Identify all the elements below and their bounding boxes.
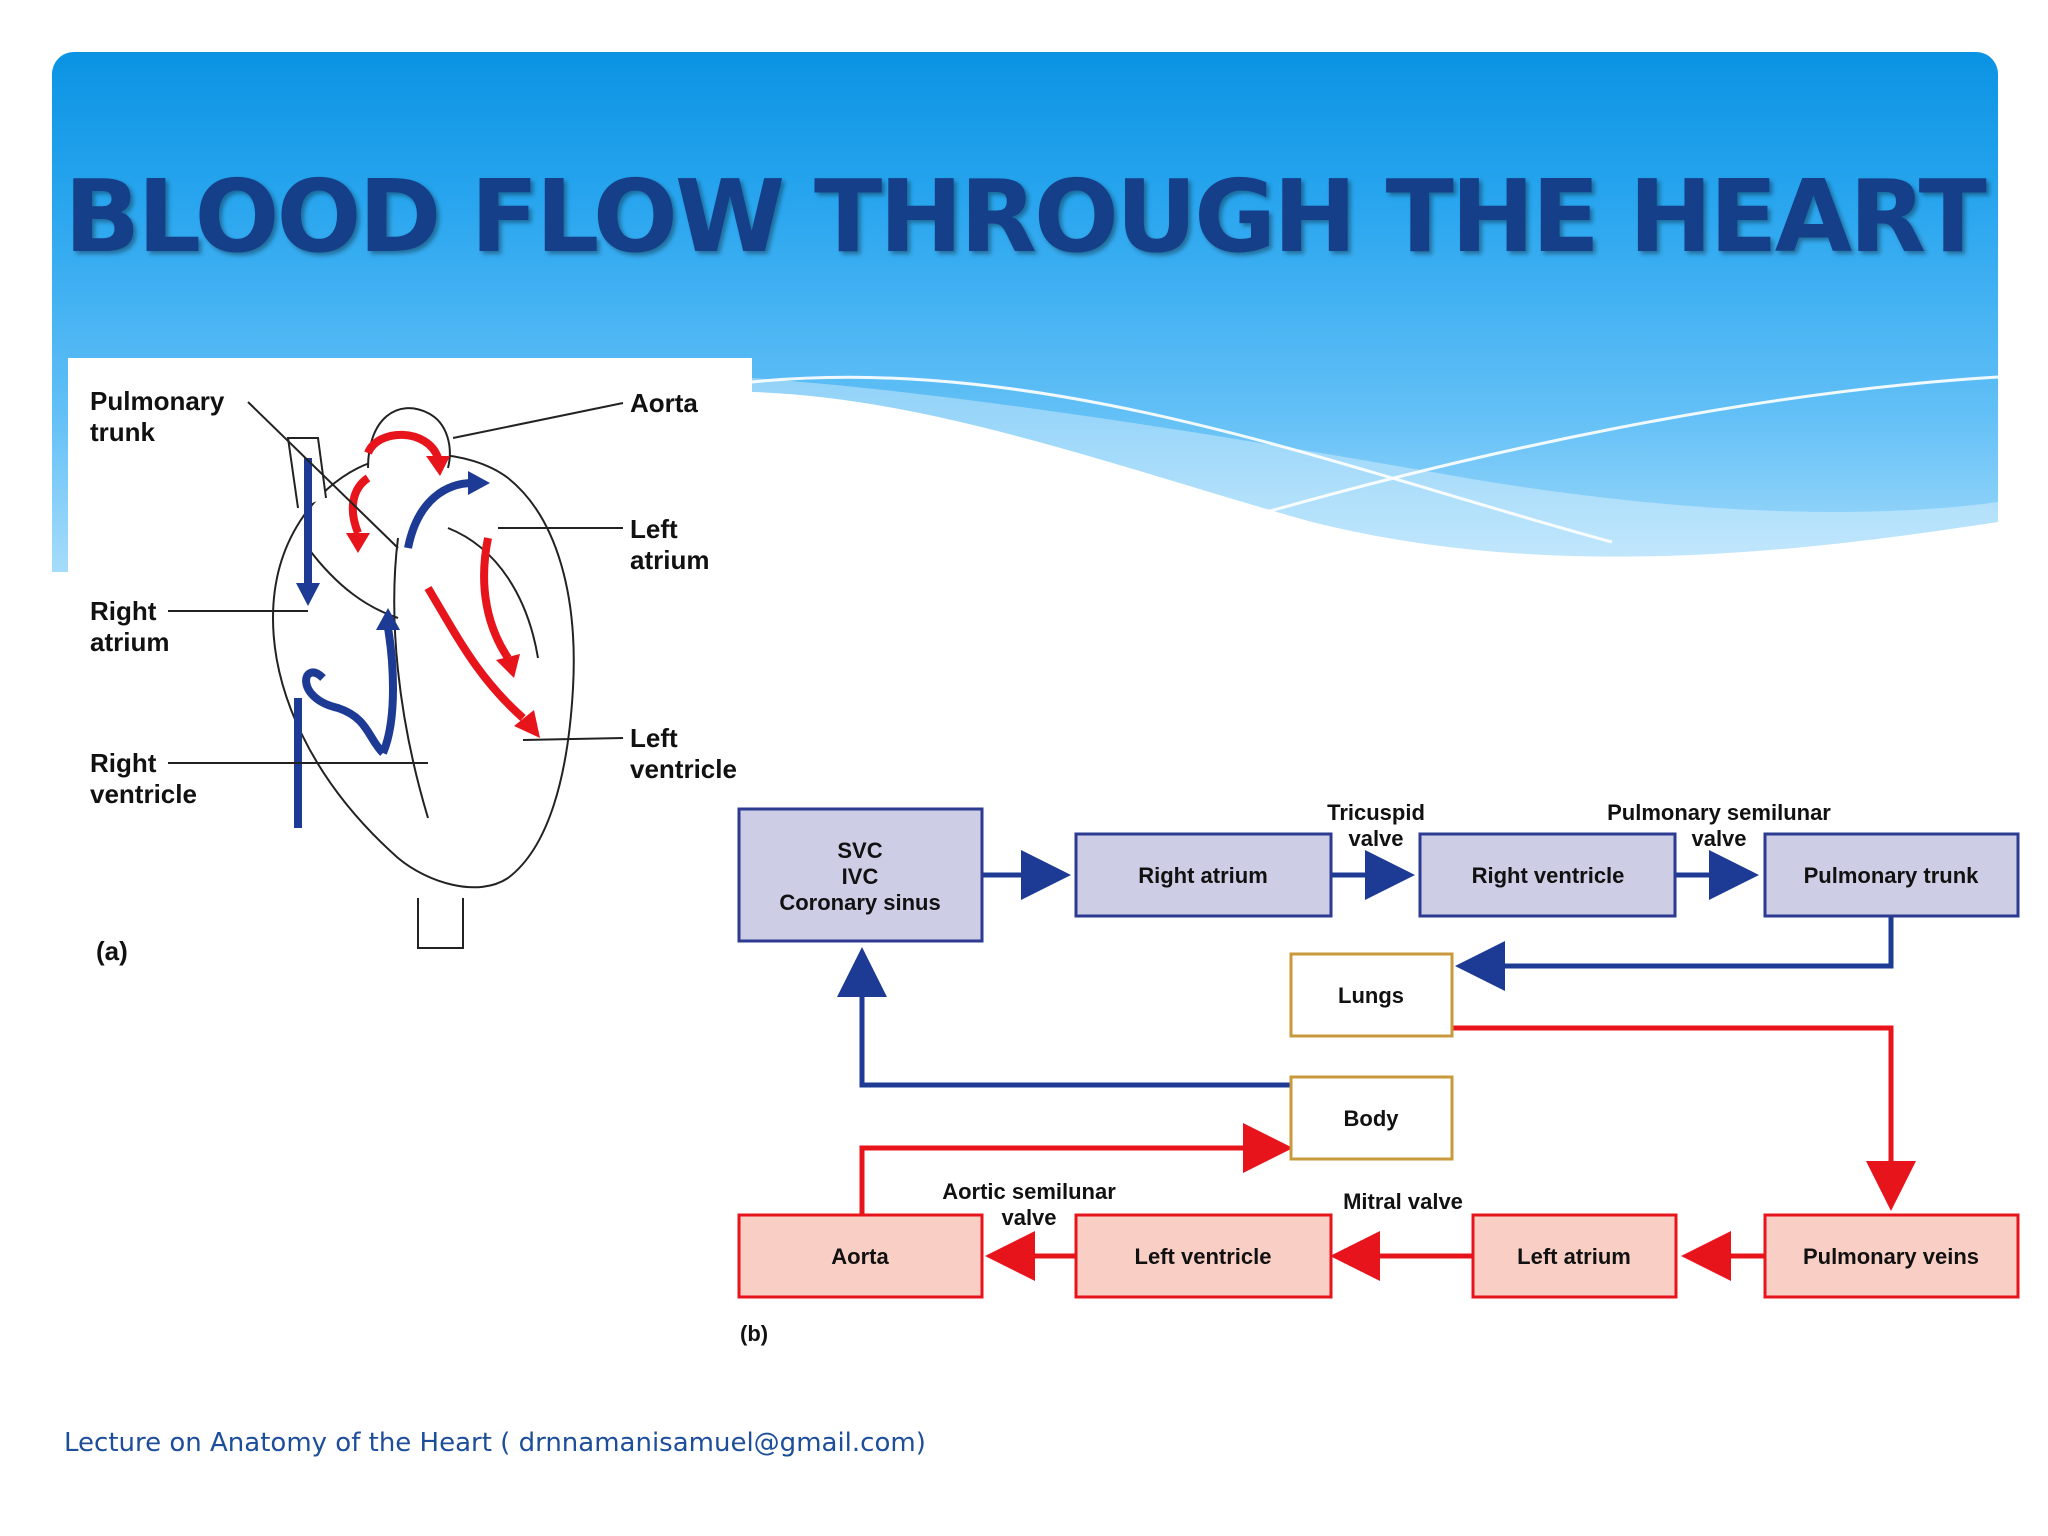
page-title: BLOOD FLOW THROUGH THE HEART — [64, 158, 1987, 275]
valve-mitral-label: Mitral valve — [1343, 1189, 1463, 1214]
label-right-ventricle-2: ventricle — [90, 779, 197, 809]
label-right-atrium-2: atrium — [90, 627, 169, 657]
footer-credit: Lecture on Anatomy of the Heart ( drnnam… — [64, 1428, 926, 1458]
box-left-atrium: Left atrium — [1471, 1213, 1678, 1299]
valve-pulmonary-semilunar-label-2: valve — [1691, 826, 1746, 851]
box-pulmonary-veins: Pulmonary veins — [1763, 1213, 2020, 1299]
label-pulmonary-trunk: Pulmonary — [90, 386, 225, 416]
box-lungs-label: Lungs — [1338, 983, 1404, 1008]
wave-decoration — [751, 375, 1998, 572]
box-svc-label: SVC — [837, 838, 882, 863]
valve-aortic-semilunar-label: Aortic semilunar — [942, 1179, 1116, 1204]
box-lungs: Lungs — [1289, 952, 1454, 1038]
caption-a: (a) — [96, 936, 128, 966]
box-left-atrium-label: Left atrium — [1517, 1244, 1631, 1269]
label-left-atrium-2: atrium — [630, 545, 709, 575]
label-left-ventricle: Left — [630, 723, 678, 753]
label-aorta: Aorta — [630, 388, 698, 418]
valve-tricuspid-label-2: valve — [1348, 826, 1403, 851]
box-right-ventricle: Right ventricle — [1418, 832, 1677, 918]
label-left-atrium: Left — [630, 514, 678, 544]
box-aorta-label: Aorta — [831, 1244, 889, 1269]
box-left-ventricle: Left ventricle — [1074, 1213, 1333, 1299]
label-right-atrium: Right — [90, 596, 157, 626]
label-pulmonary-trunk-2: trunk — [90, 417, 156, 447]
valve-pulmonary-semilunar-label: Pulmonary semilunar — [1607, 800, 1831, 825]
box-coronary-sinus-label: Coronary sinus — [779, 890, 940, 915]
label-right-ventricle: Right — [90, 748, 157, 778]
box-body: Body — [1289, 1075, 1454, 1161]
box-right-atrium: Right atrium — [1074, 832, 1333, 918]
box-pulmonary-trunk: Pulmonary trunk — [1763, 832, 2020, 918]
box-right-ventricle-label: Right ventricle — [1472, 863, 1625, 888]
valve-aortic-semilunar-label-2: valve — [1001, 1205, 1056, 1230]
box-ivc-label: IVC — [842, 864, 879, 889]
caption-b: (b) — [740, 1321, 768, 1346]
label-left-ventricle-2: ventricle — [630, 754, 737, 784]
box-right-atrium-label: Right atrium — [1138, 863, 1268, 888]
box-svc-ivc-coronary-sinus: SVC IVC Coronary sinus — [737, 807, 984, 943]
box-body-label: Body — [1344, 1106, 1400, 1131]
box-left-ventricle-label: Left ventricle — [1135, 1244, 1272, 1269]
box-aorta: Aorta — [737, 1213, 984, 1299]
heart-illustration-panel: Pulmonary trunk Aorta Left atrium Right … — [68, 358, 752, 998]
box-pulmonary-veins-label: Pulmonary veins — [1803, 1244, 1979, 1269]
valve-tricuspid-label: Tricuspid — [1327, 800, 1425, 825]
box-pulmonary-trunk-label: Pulmonary trunk — [1804, 863, 1980, 888]
heart-illustration: Pulmonary trunk Aorta Left atrium Right … — [90, 386, 737, 966]
